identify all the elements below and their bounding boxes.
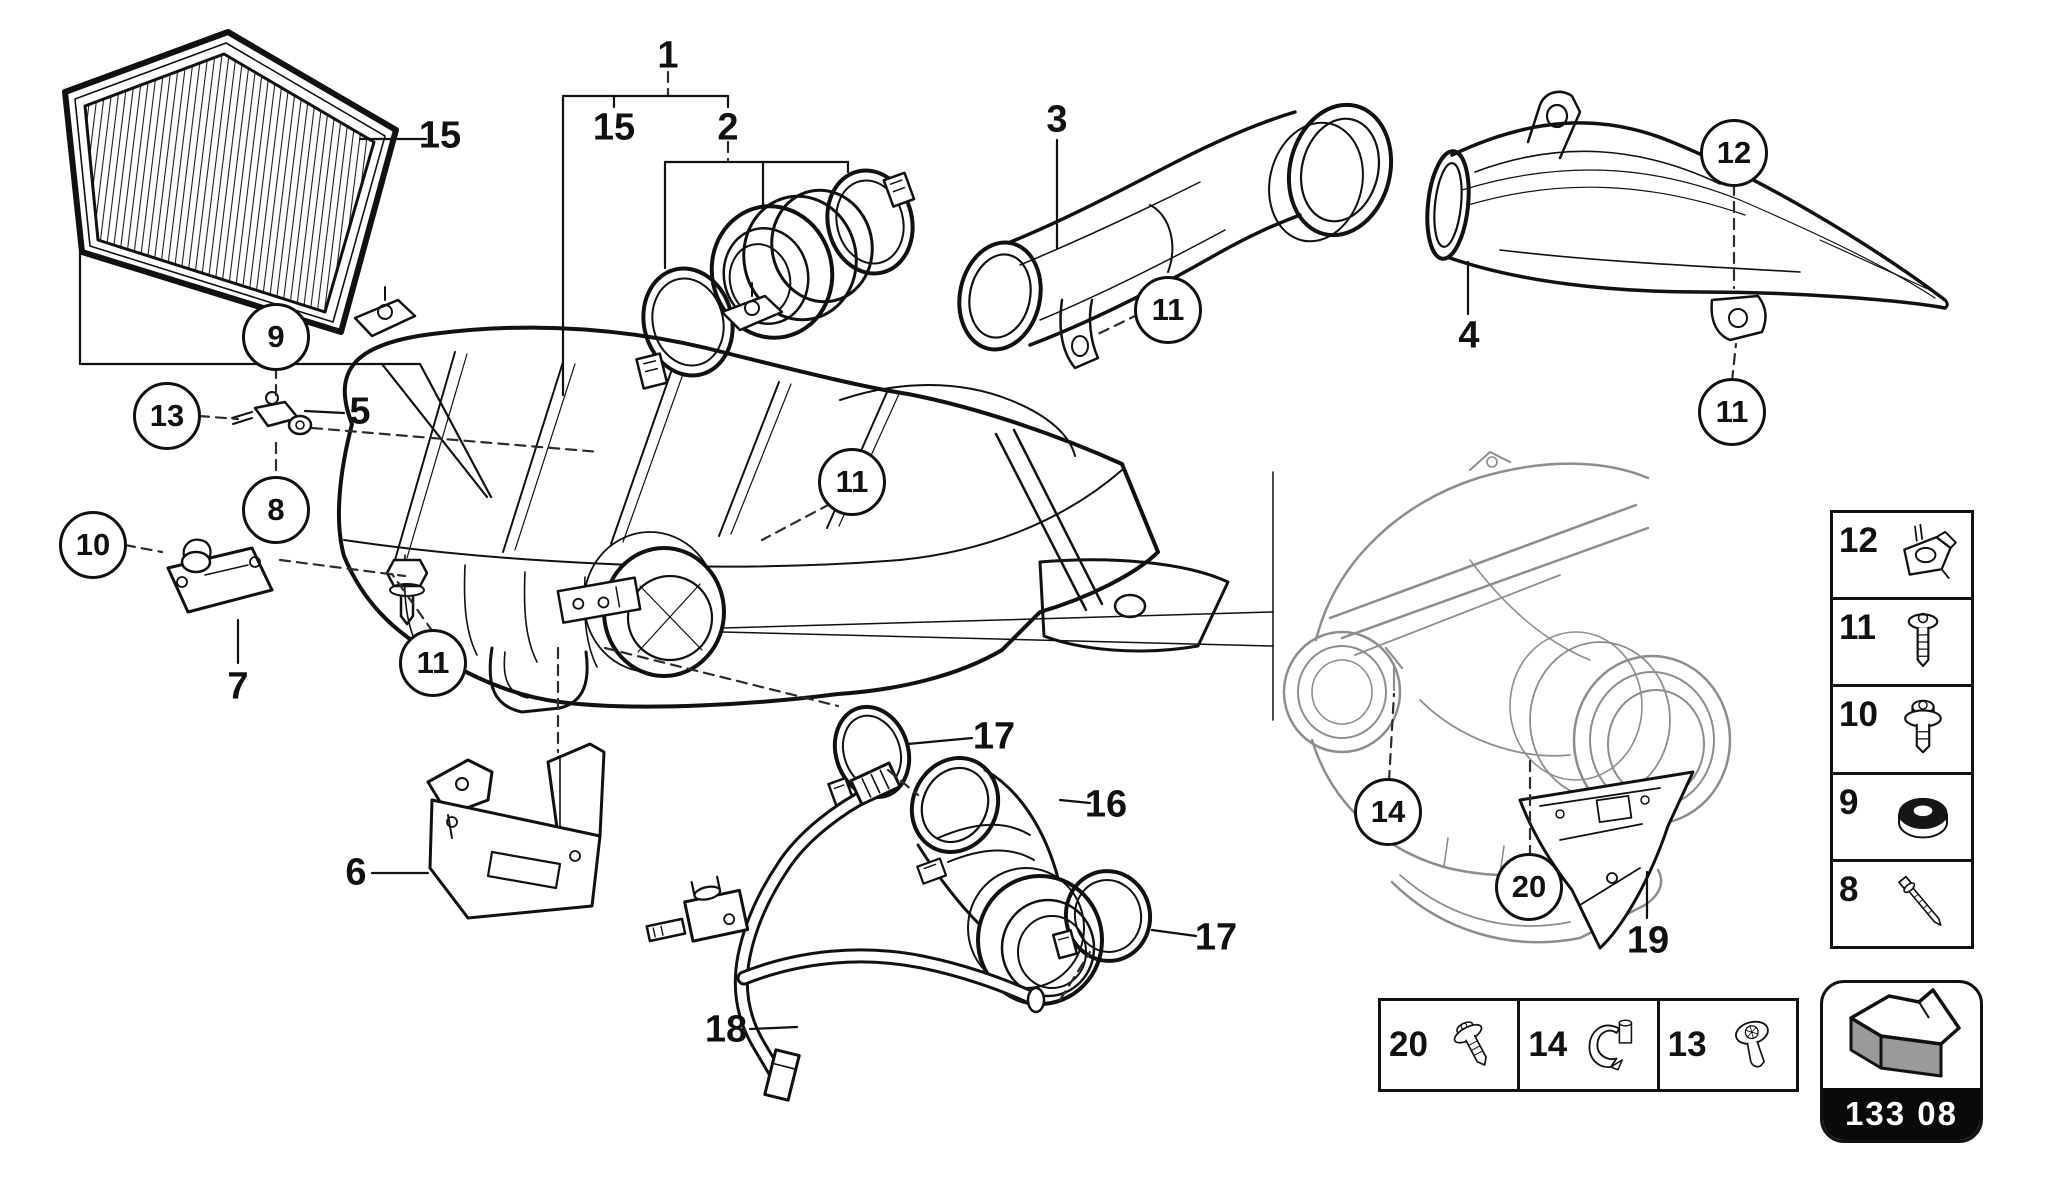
washer-bolt-icon bbox=[1883, 691, 1963, 769]
label-2[interactable]: 2 bbox=[717, 106, 739, 149]
callout-11[interactable]: 11 bbox=[1698, 378, 1766, 446]
pipe-clip-icon bbox=[1574, 1007, 1652, 1083]
part-triangular-cover bbox=[1518, 770, 1695, 950]
legend-row-8[interactable]: 8 bbox=[1833, 862, 1971, 946]
part-clamp-right bbox=[825, 168, 916, 276]
label-17[interactable]: 17 bbox=[1194, 916, 1238, 959]
clip-nut-icon bbox=[1883, 516, 1963, 594]
section-code: 133 08 bbox=[1845, 1095, 1958, 1132]
part-air-cleaner-box bbox=[336, 282, 1230, 714]
dashed-lines bbox=[123, 70, 1738, 1002]
part-coupling-sleeve bbox=[709, 188, 874, 340]
label-16[interactable]: 16 bbox=[1084, 783, 1128, 826]
stud-pin-icon bbox=[1883, 865, 1963, 943]
part-vent-pipe bbox=[645, 761, 1046, 1102]
callout-11[interactable]: 11 bbox=[399, 629, 467, 697]
legend-row-11[interactable]: 11 bbox=[1833, 600, 1971, 688]
callout-20[interactable]: 20 bbox=[1495, 853, 1563, 921]
legend-cell-number: 14 bbox=[1528, 1025, 1568, 1064]
fastener-legend-table: 12 11 bbox=[1830, 510, 1974, 949]
washer-screw-icon bbox=[1435, 1007, 1513, 1083]
legend-cell-20[interactable]: 20 bbox=[1381, 1001, 1521, 1089]
part-clamp-left bbox=[635, 266, 735, 390]
leader-lines bbox=[78, 94, 1649, 1031]
label-15[interactable]: 15 bbox=[418, 114, 462, 157]
legend-cell-number: 13 bbox=[1667, 1025, 1707, 1064]
label-1[interactable]: 1 bbox=[657, 34, 679, 77]
legend-row-number: 9 bbox=[1839, 782, 1859, 822]
label-4[interactable]: 4 bbox=[1458, 314, 1480, 357]
fastener-legend-bottom: 20 14 bbox=[1378, 998, 1799, 1092]
part-air-filter-element bbox=[62, 29, 399, 335]
label-3[interactable]: 3 bbox=[1046, 98, 1068, 141]
callout-13[interactable]: 13 bbox=[133, 382, 201, 450]
part-sensor-fitting bbox=[231, 391, 313, 436]
label-19[interactable]: 19 bbox=[1626, 919, 1670, 962]
label-18[interactable]: 18 bbox=[704, 1008, 748, 1051]
label-17[interactable]: 17 bbox=[972, 715, 1016, 758]
legend-cell-14[interactable]: 14 bbox=[1520, 1001, 1660, 1089]
torx-screw-icon bbox=[1714, 1007, 1792, 1083]
part-support-bracket bbox=[426, 742, 606, 920]
callout-11[interactable]: 11 bbox=[1134, 276, 1202, 344]
detail-view-frame-lines bbox=[722, 471, 1274, 721]
label-15[interactable]: 15 bbox=[592, 106, 636, 149]
part-intake-pipe bbox=[957, 102, 1394, 370]
section-code-bar: 133 08 bbox=[1823, 1088, 1980, 1140]
flange-bolt-icon bbox=[1883, 603, 1963, 681]
label-6[interactable]: 6 bbox=[345, 851, 367, 894]
grommet-icon bbox=[1883, 778, 1963, 856]
legend-row-number: 10 bbox=[1839, 695, 1878, 735]
legend-row-number: 12 bbox=[1839, 521, 1878, 560]
part-map-sensor bbox=[166, 538, 274, 614]
legend-row-number: 11 bbox=[1839, 608, 1876, 648]
callout-12[interactable]: 12 bbox=[1700, 119, 1768, 187]
legend-row-10[interactable]: 10 bbox=[1833, 687, 1971, 775]
callout-8[interactable]: 8 bbox=[242, 476, 310, 544]
legend-row-12[interactable]: 12 bbox=[1833, 513, 1971, 601]
callout-9[interactable]: 9 bbox=[242, 303, 310, 371]
section-code-box[interactable]: 133 08 bbox=[1820, 980, 1983, 1143]
legend-row-9[interactable]: 9 bbox=[1833, 775, 1971, 862]
callout-14[interactable]: 14 bbox=[1354, 778, 1422, 846]
part-intake-duct bbox=[1425, 90, 1949, 342]
callout-10[interactable]: 10 bbox=[59, 511, 127, 579]
label-5[interactable]: 5 bbox=[349, 390, 371, 433]
page-arrow-icon bbox=[1823, 983, 1980, 1088]
legend-cell-number: 20 bbox=[1389, 1025, 1428, 1064]
label-7[interactable]: 7 bbox=[227, 665, 249, 708]
callout-11[interactable]: 11 bbox=[818, 448, 886, 516]
part-hose-clamp-lower bbox=[1051, 869, 1153, 963]
legend-cell-13[interactable]: 13 bbox=[1660, 1001, 1796, 1089]
legend-row-number: 8 bbox=[1839, 869, 1859, 909]
